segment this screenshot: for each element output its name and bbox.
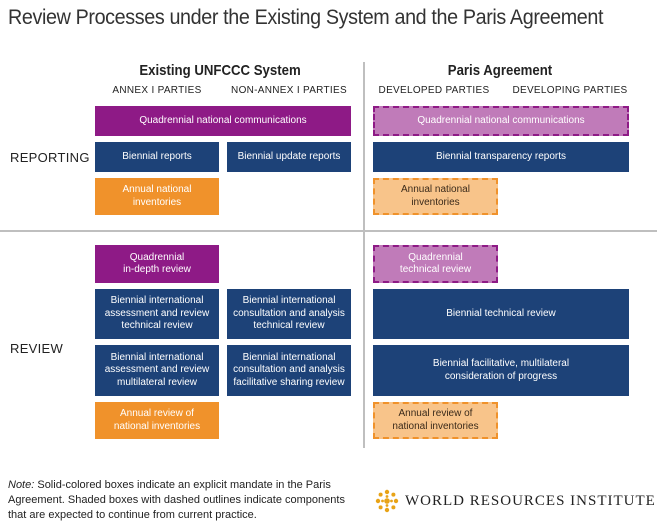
existing-biennial-update-reports-box: Biennial update reports xyxy=(227,142,351,172)
row-reporting: REPORTING xyxy=(10,150,90,165)
existing-biennial-reports-box: Biennial reports xyxy=(95,142,219,172)
horizontal-divider xyxy=(0,230,657,232)
note-text: Solid-colored boxes indicate an explicit… xyxy=(8,479,345,521)
existing-annual-inventories-box: Annual national inventories xyxy=(95,178,219,215)
column-annex1: ANNEX I PARTIES xyxy=(112,85,202,96)
column-developed: DEVELOPED PARTIES xyxy=(378,85,490,96)
existing-ica-facilitative-box: Biennial international consultation and … xyxy=(227,345,351,396)
column-non-annex1: NON-ANNEX I PARTIES xyxy=(231,85,347,96)
paris-biennial-technical-review-box: Biennial technical review xyxy=(373,289,629,339)
footnote: Note: Solid-colored boxes indicate an ex… xyxy=(8,478,348,523)
column-developing: DEVELOPING PARTIES xyxy=(512,85,628,96)
logo-text: WORLD RESOURCES INSTITUTE xyxy=(405,492,656,509)
row-review: REVIEW xyxy=(10,341,64,356)
note-label: Note: xyxy=(8,479,35,491)
paris-annual-inventories-box: Annual national inventories xyxy=(373,178,498,215)
paris-inventory-review-box: Annual review of national inventories xyxy=(373,402,498,439)
wri-logo: WORLD RESOURCES INSTITUTE xyxy=(375,489,656,513)
existing-iar-multilateral-box: Biennial international assessment and re… xyxy=(95,345,219,396)
wri-logo-icon xyxy=(375,489,399,513)
page-title: Review Processes under the Existing Syst… xyxy=(8,6,604,29)
existing-indepth-review-box: Quadrennial in-depth review xyxy=(95,245,219,283)
existing-quadrennial-communications-box: Quadrennial national communications xyxy=(95,106,351,136)
existing-ica-technical-box: Biennial international consultation and … xyxy=(227,289,351,339)
paris-quadrennial-communications-box: Quadrennial national communications xyxy=(373,106,629,136)
existing-iar-technical-box: Biennial international assessment and re… xyxy=(95,289,219,339)
paris-biennial-transparency-box: Biennial transparency reports xyxy=(373,142,629,172)
paris-quadrennial-technical-review-box: Quadrennial technical review xyxy=(373,245,498,283)
existing-inventory-review-box: Annual review of national inventories xyxy=(95,402,219,439)
vertical-divider xyxy=(363,62,365,448)
paris-agreement-heading: Paris Agreement xyxy=(447,62,553,79)
existing-system-heading: Existing UNFCCC System xyxy=(139,62,301,79)
paris-facilitative-consideration-box: Biennial facilitative, multilateral cons… xyxy=(373,345,629,396)
